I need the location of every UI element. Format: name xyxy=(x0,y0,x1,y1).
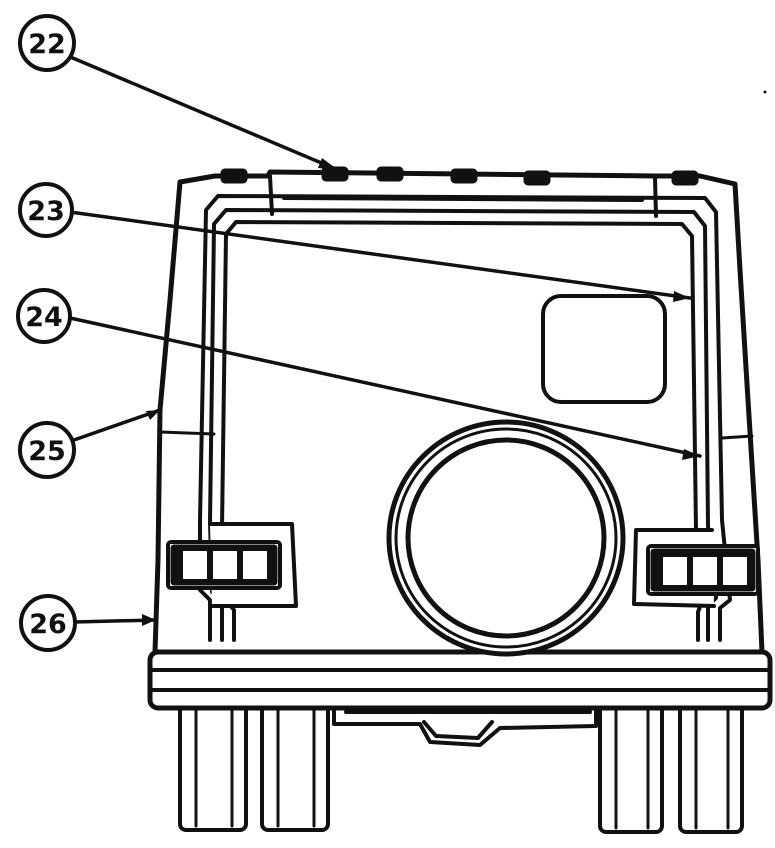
spare-tire xyxy=(386,419,626,657)
tire-outer-left xyxy=(178,698,248,832)
tire-outer-right xyxy=(678,698,744,834)
leader-23 xyxy=(68,210,692,300)
callout-26-label: 26 xyxy=(29,609,67,640)
callout-22-label: 22 xyxy=(28,29,66,60)
tail-light-left xyxy=(166,522,298,608)
callouts: 22 23 24 25 26 xyxy=(16,14,77,652)
leader-25 xyxy=(72,408,162,442)
callout-25: 25 xyxy=(18,421,76,479)
callout-24-label: 24 xyxy=(25,302,63,333)
leader-lines xyxy=(66,54,702,624)
callout-23: 23 xyxy=(18,182,74,238)
rear-tires xyxy=(178,698,744,834)
leader-24 xyxy=(68,316,702,458)
callout-26: 26 xyxy=(19,594,77,652)
scan-speck xyxy=(763,90,767,94)
tire-inner-right xyxy=(598,698,664,834)
roof-marker-lights xyxy=(220,166,699,186)
underbody xyxy=(332,703,598,747)
rear-bumper xyxy=(147,649,773,711)
tail-light-right xyxy=(632,528,760,608)
leader-arrowheads xyxy=(142,158,700,626)
rear-window xyxy=(541,294,667,404)
callout-23-label: 23 xyxy=(27,196,65,227)
callout-25-label: 25 xyxy=(28,436,66,467)
callout-22: 22 xyxy=(18,14,76,72)
callout-24: 24 xyxy=(16,288,72,344)
leader-22 xyxy=(66,54,340,172)
tire-inner-left xyxy=(260,698,330,832)
